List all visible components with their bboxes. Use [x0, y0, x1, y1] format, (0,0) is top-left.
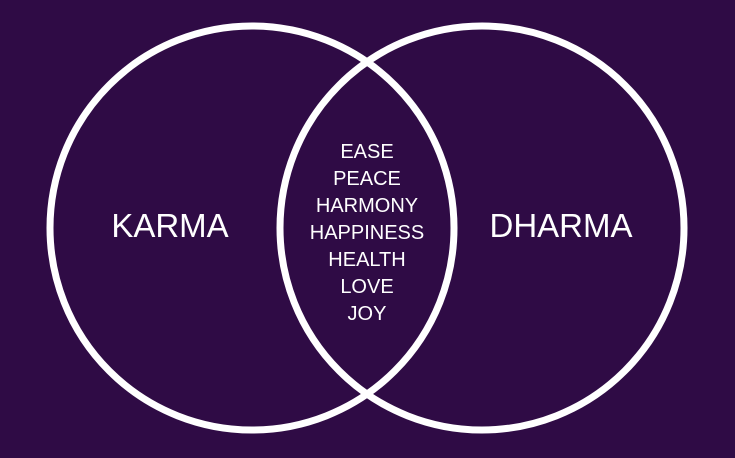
karma-circle — [46, 22, 458, 434]
dharma-circle — [276, 22, 688, 434]
intersection-item: HEALTH — [328, 249, 405, 271]
intersection-item: LOVE — [340, 276, 393, 298]
intersection-item: JOY — [348, 303, 387, 325]
intersection-item: HAPPINESS — [310, 222, 424, 244]
intersection-item: PEACE — [333, 168, 401, 190]
intersection-items: EASE PEACE HARMONY HAPPINESS HEALTH LOVE JOY — [310, 141, 424, 325]
dharma-label: DHARMA — [489, 207, 632, 244]
intersection-item: HARMONY — [316, 195, 418, 217]
intersection-item: EASE — [340, 141, 393, 163]
karma-label: KARMA — [111, 207, 228, 244]
